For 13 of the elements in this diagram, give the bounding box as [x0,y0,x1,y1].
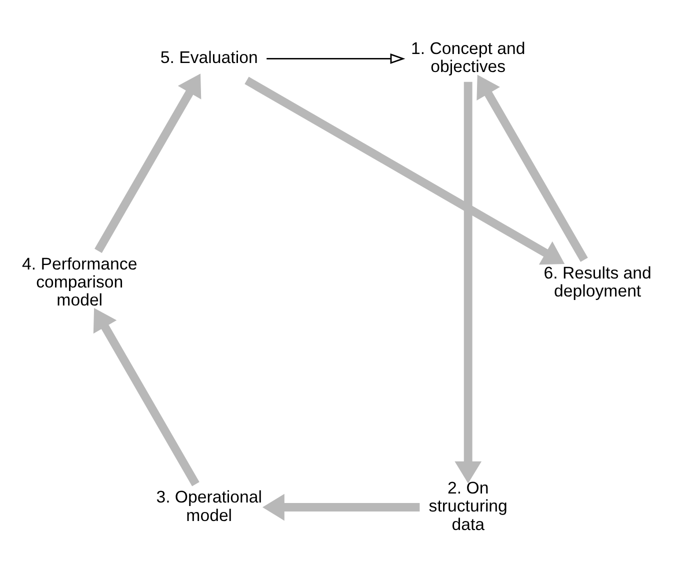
arrow [244,76,565,264]
node-text: 3. Operational model [156,487,262,524]
arrow [94,73,202,252]
arrow [93,308,200,486]
arrow [266,52,406,64]
node-text: 4. Performance comparison model [22,254,138,310]
node-text: 1. Concept and objectives [410,38,526,76]
node-text: 6. Results and deployment [544,262,652,300]
node-text: 2. On structuring data [428,478,508,534]
arrow [476,74,588,262]
node-text: 5. Evaluation [160,48,258,67]
arrow [262,493,420,520]
arrow [454,81,482,483]
